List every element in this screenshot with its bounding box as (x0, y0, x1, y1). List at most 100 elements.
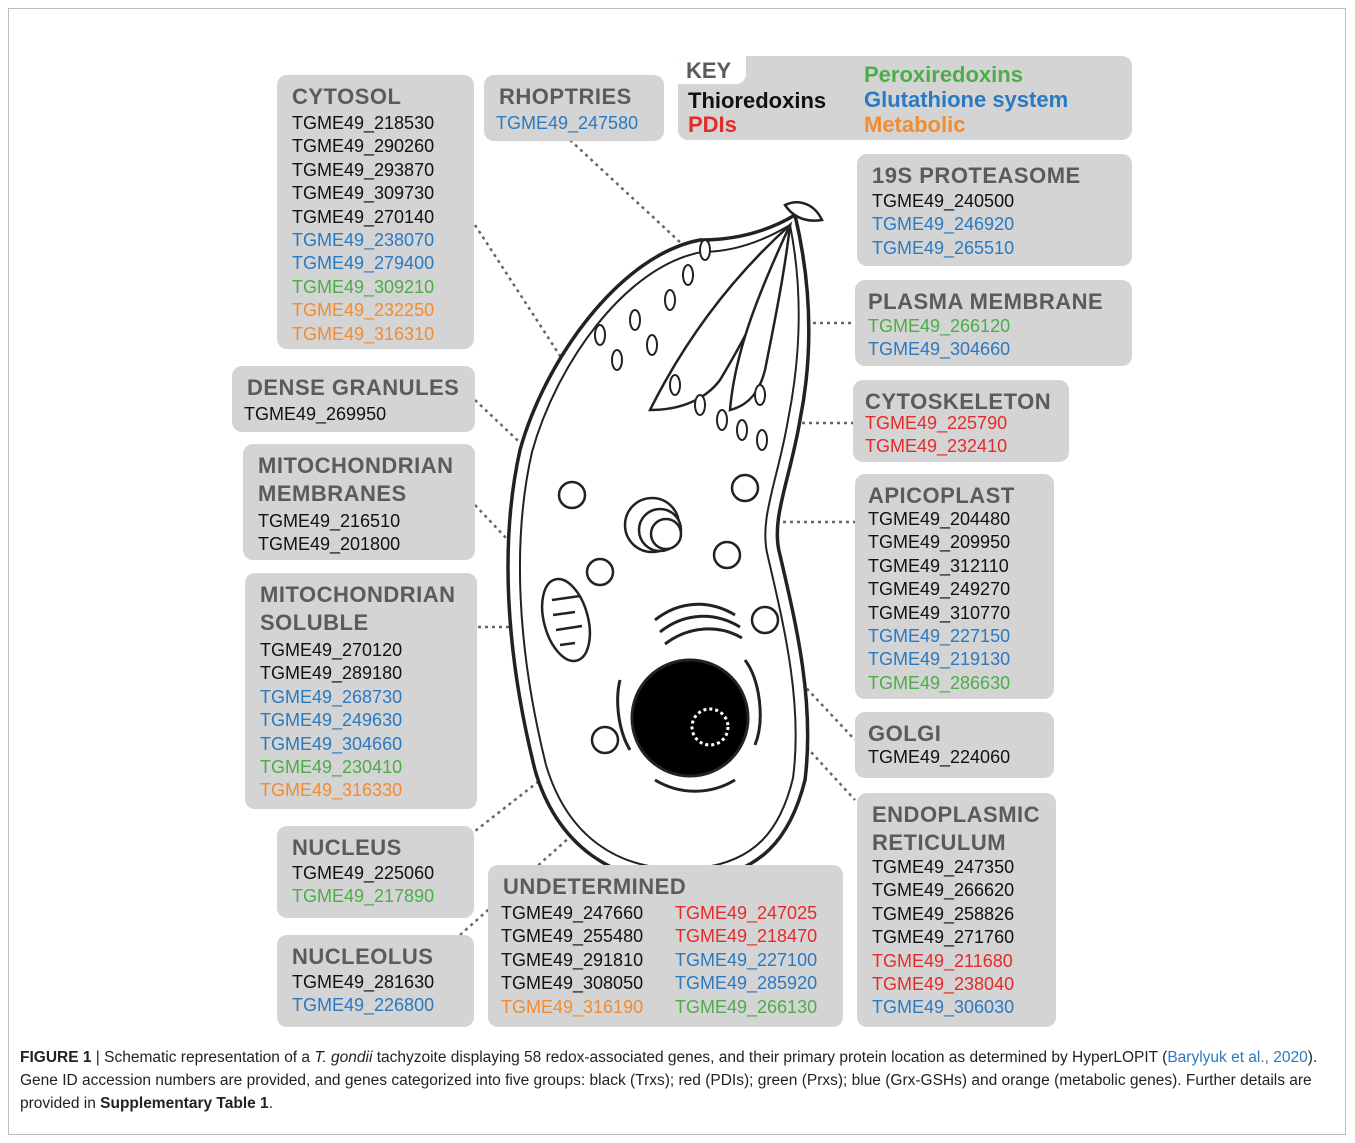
genes-dense-granules: TGME49_269950 (244, 403, 386, 426)
gene-id: TGME49_249270 (868, 579, 1011, 600)
gene-id: TGME49_289180 (260, 663, 403, 684)
gene-id: TGME49_247025 (675, 903, 818, 923)
gene-id: TGME49_312110 (868, 555, 1009, 576)
gene-id: TGME49_225060 (292, 863, 435, 883)
gene-id: TGME49_269950 (244, 404, 387, 424)
caption-text-4: . (268, 1095, 273, 1112)
gene-id: TGME49_270120 (260, 640, 403, 660)
figure-label: FIGURE 1 (20, 1049, 92, 1066)
gene-id: TGME49_249630 (260, 710, 403, 731)
gene-id: TGME49_247580 (496, 113, 639, 133)
title-nucleus: NUCLEUS (292, 835, 402, 860)
gene-id: TGME49_227150 (868, 626, 1011, 647)
gene-id: TGME49_224060 (868, 747, 1011, 767)
box-golgi: GOLGI TGME49_224060 (855, 712, 1054, 778)
gene-id: TGME49_216510 (258, 511, 401, 531)
gene-id: TGME49_247660 (501, 903, 644, 923)
legend-key: KEY Thioredoxins PDIs Peroxiredoxins Glu… (678, 56, 1132, 140)
gene-id: TGME49_218470 (675, 926, 818, 947)
gene-id: TGME49_285920 (675, 973, 818, 994)
key-thioredoxins: Thioredoxins (688, 88, 827, 113)
gene-id: TGME49_266130 (675, 996, 818, 1017)
box-rhoptries: RHOPTRIES TGME49_247580 (484, 75, 664, 141)
gene-id: TGME49_225790 (865, 413, 1008, 433)
gene-id: TGME49_306030 (872, 997, 1015, 1018)
key-metabolic: Metabolic (864, 112, 966, 137)
gene-id: TGME49_217890 (292, 886, 435, 907)
gene-id: TGME49_310770 (868, 602, 1011, 623)
gene-id: TGME49_201800 (258, 534, 401, 555)
gene-id: TGME49_209950 (868, 532, 1011, 553)
gene-id: TGME49_266620 (872, 880, 1015, 901)
caption-species: T. gondii (314, 1049, 373, 1066)
key-glutathione-system: Glutathione system (864, 87, 1069, 112)
caption-separator: | (91, 1049, 105, 1066)
title-19s-proteasome: 19S PROTEASOME (872, 163, 1081, 188)
genes-golgi: TGME49_224060 (868, 746, 1010, 769)
gene-id: TGME49_238070 (292, 230, 435, 251)
caption-citation-link[interactable]: Barylyuk et al., 2020 (1167, 1049, 1308, 1066)
gene-id: TGME49_309210 (292, 276, 435, 297)
nucleolus (690, 707, 730, 747)
figure-caption: FIGURE 1 | Schematic representation of a… (20, 1046, 1330, 1115)
nucleus (630, 658, 750, 778)
gene-id: TGME49_281630 (292, 972, 435, 992)
gene-id: TGME49_316330 (260, 780, 403, 801)
mitochondrion (540, 577, 592, 663)
gene-id: TGME49_266120 (868, 316, 1011, 336)
gene-id: TGME49_230410 (260, 757, 403, 778)
gene-id: TGME49_227100 (675, 949, 818, 970)
caption-table-ref[interactable]: Supplementary Table 1 (100, 1095, 269, 1112)
gene-id: TGME49_218530 (292, 113, 435, 133)
gene-id: TGME49_291810 (501, 949, 644, 970)
gene-id: TGME49_247350 (872, 857, 1015, 877)
title-rhoptries: RHOPTRIES (499, 84, 632, 109)
genes-rhoptries: TGME49_247580 (496, 112, 638, 135)
gene-id: TGME49_316310 (292, 323, 435, 344)
gene-id: TGME49_240500 (872, 191, 1015, 211)
gene-id: TGME49_279400 (292, 253, 435, 274)
gene-id: TGME49_265510 (872, 237, 1015, 258)
caption-text-1: Schematic representation of a (104, 1049, 315, 1066)
endoplasmic-reticulum (616, 659, 762, 793)
gene-id: TGME49_316190 (501, 996, 644, 1017)
title-apicoplast: APICOPLAST (868, 483, 1015, 508)
gene-id: TGME49_238040 (872, 974, 1015, 995)
caption-text-3: ). Gene ID accession numbers are provide… (20, 1049, 1318, 1112)
title-golgi: GOLGI (868, 721, 942, 746)
gene-id: TGME49_270140 (292, 206, 435, 227)
title-mito-soluble: MITOCHONDRIAN SOLUBLE (260, 582, 456, 635)
gene-id: TGME49_304660 (260, 733, 403, 754)
micronemes (594, 239, 768, 451)
gene-id: TGME49_290260 (292, 136, 435, 157)
rhoptries (647, 221, 793, 412)
gene-id: TGME49_255480 (501, 926, 644, 947)
caption-text-2: tachyzoite displaying 58 redox-associate… (372, 1049, 1168, 1066)
box-dense-granules: DENSE GRANULES TGME49_269950 (232, 366, 475, 432)
gene-id: TGME49_271760 (872, 927, 1015, 948)
title-dense-granules: DENSE GRANULES (247, 375, 460, 400)
gene-id: TGME49_309730 (292, 183, 435, 204)
figure-frame (8, 8, 1346, 1135)
title-plasma-membrane: PLASMA MEMBRANE (868, 289, 1104, 314)
dense-granules (557, 473, 780, 755)
